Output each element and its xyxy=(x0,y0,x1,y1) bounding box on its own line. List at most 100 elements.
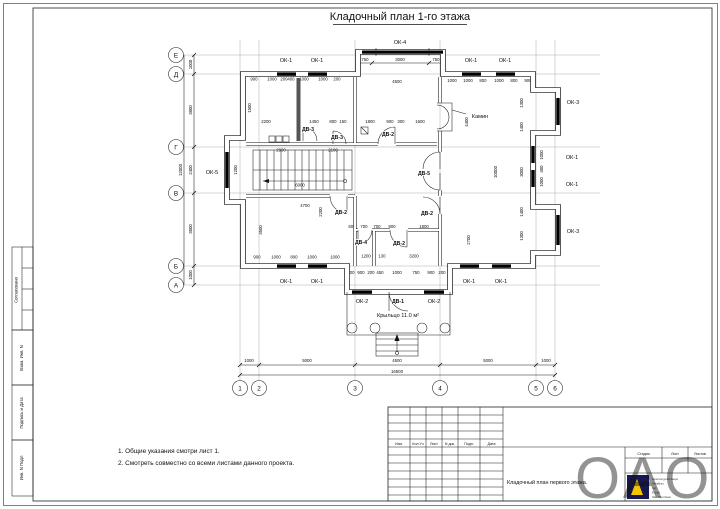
strip-approved-label: Согласовано xyxy=(14,276,19,302)
dim-label: 300 xyxy=(397,119,405,124)
door-dv3 xyxy=(332,130,347,145)
dim-label: 130 xyxy=(378,254,386,259)
dim-label: 800 xyxy=(290,255,298,260)
label-ok4: ОК-4 xyxy=(394,40,407,46)
window-ok2 xyxy=(424,290,444,294)
axis-number: 3 xyxy=(353,385,357,392)
dim-label: 2200 xyxy=(261,119,271,124)
dim-label: 1000 xyxy=(392,270,402,275)
label-ok1: ОК-1 xyxy=(280,279,293,285)
stamp-stage-label: Стадия xyxy=(637,452,649,456)
dim-label: 1400 xyxy=(519,207,524,217)
door-dv2 xyxy=(422,196,441,215)
notes: 1. Общие указания смотри лист 1. 2. Смот… xyxy=(118,447,294,467)
doors xyxy=(302,126,441,312)
label-dv5: ДВ-5 xyxy=(418,171,430,177)
label-ok1: ОК-1 xyxy=(465,58,478,64)
dim-label: 1000 xyxy=(307,255,317,260)
dim-label: 750 xyxy=(432,57,440,62)
window-ok3 xyxy=(556,98,560,125)
porch-column xyxy=(369,322,381,334)
window-ok3 xyxy=(556,215,560,245)
dim-label: 12000 xyxy=(178,163,183,176)
dim-label: 200 xyxy=(347,270,355,275)
stamp-col: Изм. xyxy=(395,442,403,446)
dim-label: 1600 xyxy=(415,119,425,124)
window-ok1 xyxy=(492,264,511,268)
axis-number: 2 xyxy=(257,385,261,392)
dim-label: 3200 xyxy=(409,254,419,259)
window-ok1 xyxy=(460,264,479,268)
label-ok1: ОК-1 xyxy=(566,155,579,161)
dim-label: 200 xyxy=(367,270,375,275)
page-title: Кладочный план 1-го этажа xyxy=(330,11,471,25)
vent-channel xyxy=(360,126,369,135)
firm-line: тел.: xyxy=(652,487,658,490)
dim-label: 3800 xyxy=(188,224,193,234)
label-ok1: ОК-1 xyxy=(566,182,579,188)
stamp-sheet-label: Лист xyxy=(671,452,679,456)
label-dv2: ДВ-2 xyxy=(393,241,405,247)
dim-label: 1000 xyxy=(494,78,504,83)
dim-label: 900 xyxy=(388,224,396,229)
dim-label: 5000 xyxy=(302,358,312,363)
label-ok3: ОК-3 xyxy=(567,229,580,235)
porch: Крыльцо 11.0 м² xyxy=(346,292,451,357)
stamp-sheets-label: Листов xyxy=(694,452,706,456)
axis-letter: В xyxy=(174,190,178,197)
axis-number: 5 xyxy=(534,385,538,392)
porch-column xyxy=(439,322,451,334)
dimension-lines: 1000 5000 4500 5000 1000 16500 1000 3800… xyxy=(178,52,558,378)
dim-label: 200 xyxy=(333,77,341,82)
window-ok1 xyxy=(308,264,327,268)
dim-label: 3500 xyxy=(258,225,263,235)
dim-label: 1000 xyxy=(541,358,551,363)
firm-logo: Архитектурное Бюро AbriaBuro тел.: E-mai… xyxy=(627,475,679,499)
dim-label: 1000 xyxy=(188,270,193,280)
fireplace-label: Камин xyxy=(472,114,488,120)
stamp-col: Лист xyxy=(430,442,438,446)
dim-label: 1300 xyxy=(519,231,524,241)
dim-label: 450 xyxy=(376,270,384,275)
dim-label: 1400 xyxy=(519,122,524,132)
window-ok4 xyxy=(362,50,443,54)
door-dv5 xyxy=(422,172,441,191)
label-dv2: ДВ-2 xyxy=(335,210,347,216)
dim-label: 4700 xyxy=(300,203,310,208)
side-strip: Согласовано Взам. Инв. N Подпись и Дата … xyxy=(11,246,34,497)
stamp-col: Кол.Уч xyxy=(412,442,423,446)
axis-letter: Г xyxy=(174,144,178,151)
dim-label: 1000 xyxy=(244,358,254,363)
axis-number: 6 xyxy=(553,385,557,392)
firm-line: Архитектурное Бюро xyxy=(652,477,679,481)
dim-label: 150 xyxy=(339,119,347,124)
door-dv3 xyxy=(302,126,318,142)
dim-label: 16500 xyxy=(391,369,404,374)
label-ok1: ОК-1 xyxy=(311,279,324,285)
stamp-col: Дата xyxy=(488,442,496,446)
window-ok1 xyxy=(308,72,327,76)
porch-label: Крыльцо 11.0 м² xyxy=(377,313,419,319)
axis-number: 1 xyxy=(238,385,242,392)
strip-podpis-label: Подпись и Дата xyxy=(19,397,24,429)
dim-label: 900 xyxy=(253,255,261,260)
dim-label: 1450 xyxy=(309,119,319,124)
staircase xyxy=(252,149,353,191)
label-dv2: ДВ-2 xyxy=(421,211,433,217)
dim-label: 600 xyxy=(348,224,356,229)
dim-label: 1000 xyxy=(318,77,328,82)
dim-label: 1000 xyxy=(271,255,281,260)
dim-label: 1000 xyxy=(330,255,340,260)
fireplace: Камин xyxy=(436,102,488,132)
interior-walls xyxy=(246,77,442,266)
porch-column xyxy=(416,322,428,334)
dim-label: 1200 xyxy=(233,165,238,175)
dim-label: 3000 xyxy=(395,57,405,62)
label-dv1: ДВ-1 xyxy=(392,299,404,305)
dim-label: 1000 xyxy=(188,59,193,69)
dim-label: 900 xyxy=(427,270,435,275)
firm-line: E-mail: xyxy=(652,491,661,495)
label-ok5: ОК-5 xyxy=(206,170,219,176)
dim-label: 10000 xyxy=(493,165,498,178)
dim-label: 800 xyxy=(329,119,337,124)
